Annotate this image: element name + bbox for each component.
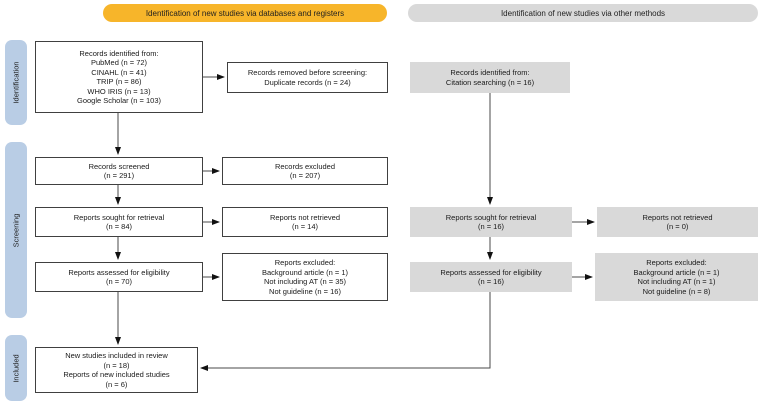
- box-new-studies-included: New studies included in review (n = 18) …: [35, 347, 198, 393]
- box-reports-assessed-databases: Reports assessed for eligibility (n = 70…: [35, 262, 203, 292]
- box-reports-not-retrieved-other-text: Reports not retrieved (n = 0): [642, 212, 713, 232]
- box-records-screened-text: Records screened (n = 291): [88, 161, 150, 181]
- box-records-screened: Records screened (n = 291): [35, 157, 203, 185]
- box-reports-sought-other-text: Reports sought for retrieval (n = 16): [445, 212, 537, 232]
- box-records-identified-citation: Records identified from: Citation search…: [410, 62, 570, 93]
- box-records-excluded-text: Records excluded (n = 207): [274, 161, 336, 181]
- box-reports-assessed-databases-text: Reports assessed for eligibility (n = 70…: [68, 267, 170, 287]
- box-reports-sought-other: Reports sought for retrieval (n = 16): [410, 207, 572, 237]
- sidebar-included-label: Included: [11, 353, 21, 383]
- box-records-identified-citation-text: Records identified from: Citation search…: [445, 68, 535, 87]
- box-reports-not-retrieved-databases: Reports not retrieved (n = 14): [222, 207, 388, 237]
- banner-databases-registers-label: Identification of new studies via databa…: [145, 8, 345, 18]
- box-reports-excluded-other: Reports excluded: Background article (n …: [595, 253, 758, 301]
- box-reports-sought-databases-text: Reports sought for retrieval (n = 84): [73, 212, 165, 232]
- box-reports-not-retrieved-other: Reports not retrieved (n = 0): [597, 207, 758, 237]
- sidebar-identification: Identification: [5, 40, 27, 125]
- sidebar-screening-label: Screening: [11, 213, 21, 247]
- banner-other-methods-label: Identification of new studies via other …: [500, 8, 666, 18]
- box-reports-not-retrieved-databases-text: Reports not retrieved (n = 14): [269, 212, 341, 232]
- box-records-identified-databases: Records identified from: PubMed (n = 72)…: [35, 41, 203, 113]
- box-reports-assessed-other-text: Reports assessed for eligibility (n = 16…: [440, 267, 542, 287]
- sidebar-screening: Screening: [5, 142, 27, 318]
- box-reports-excluded-databases: Reports excluded: Background article (n …: [222, 253, 388, 301]
- banner-databases-registers: Identification of new studies via databa…: [103, 4, 387, 22]
- box-new-studies-included-text: New studies included in review (n = 18) …: [63, 351, 170, 389]
- box-records-excluded: Records excluded (n = 207): [222, 157, 388, 185]
- box-reports-sought-databases: Reports sought for retrieval (n = 84): [35, 207, 203, 237]
- sidebar-included: Included: [5, 335, 27, 401]
- box-records-identified-databases-text: Records identified from: PubMed (n = 72)…: [76, 48, 161, 106]
- banner-other-methods: Identification of new studies via other …: [408, 4, 758, 22]
- box-reports-assessed-other: Reports assessed for eligibility (n = 16…: [410, 262, 572, 292]
- box-records-removed-before-screening: Records removed before screening: Duplic…: [227, 62, 388, 93]
- box-records-removed-before-screening-text: Records removed before screening: Duplic…: [247, 68, 368, 87]
- sidebar-identification-label: Identification: [11, 61, 21, 104]
- box-reports-excluded-other-text: Reports excluded: Background article (n …: [633, 258, 720, 296]
- box-reports-excluded-databases-text: Reports excluded: Background article (n …: [261, 258, 349, 296]
